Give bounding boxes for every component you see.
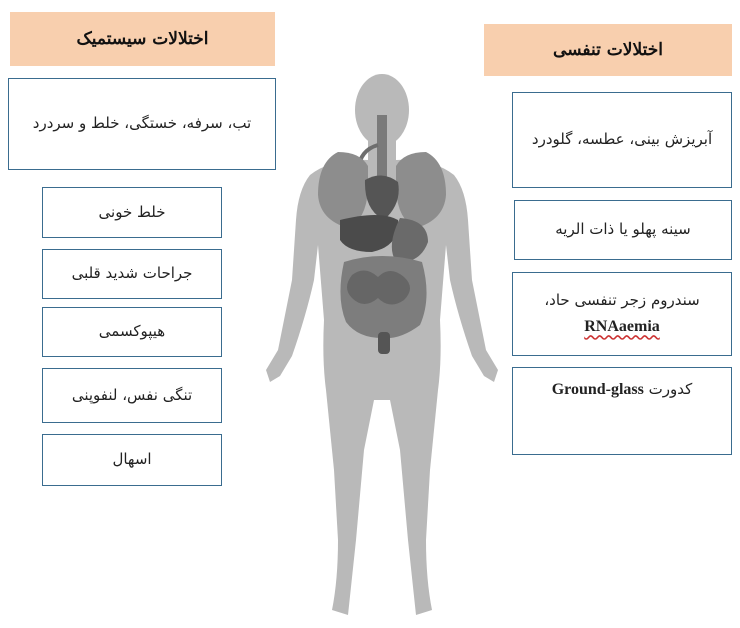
respiratory-item-latin: Ground-glass bbox=[552, 381, 644, 398]
systemic-item-label: خلط خونی bbox=[99, 200, 166, 226]
respiratory-item-latin: RNAaemia bbox=[584, 313, 660, 340]
systemic-item-label: هیپوکسمی bbox=[99, 319, 165, 345]
systemic-item-hypoxemia: هیپوکسمی bbox=[42, 307, 222, 357]
respiratory-header: اختلالات تنفسی bbox=[484, 24, 732, 76]
systemic-item-label: جراحات شدید قلبی bbox=[72, 261, 193, 287]
rectum bbox=[378, 332, 390, 354]
respiratory-item-label: سینه پهلو یا ذات الریه bbox=[555, 217, 690, 243]
respiratory-item-ground-glass: کدورت Ground-glass bbox=[512, 367, 732, 455]
respiratory-item-label-wrap: کدورت Ground-glass bbox=[552, 376, 693, 403]
systemic-item-hemoptysis: خلط خونی bbox=[42, 187, 222, 238]
systemic-item-cardiac-injury: جراحات شدید قلبی bbox=[42, 249, 222, 299]
respiratory-item-pneumonia: سینه پهلو یا ذات الریه bbox=[514, 200, 732, 260]
systemic-title: اختلالات سیستمیک bbox=[77, 29, 209, 49]
respiratory-item-rhinorrhea: آبریزش بینی، عطسه، گلودرد bbox=[512, 92, 732, 188]
systemic-item-diarrhea: اسهال bbox=[42, 434, 222, 486]
respiratory-item-label: کدورت bbox=[649, 380, 693, 398]
respiratory-item-label: آبریزش بینی، عطسه، گلودرد bbox=[532, 127, 712, 153]
systemic-item-fever: تب، سرفه، خستگی، خلط و سردرد bbox=[8, 78, 276, 170]
systemic-item-label: اسهال bbox=[112, 447, 151, 473]
human-body-illustration bbox=[240, 70, 500, 626]
systemic-item-label: تب، سرفه، خستگی، خلط و سردرد bbox=[33, 111, 251, 137]
respiratory-title: اختلالات تنفسی bbox=[553, 40, 663, 60]
systemic-item-label: تنگی نفس، لنفوپنی bbox=[72, 383, 192, 409]
respiratory-item-ards: سندروم زجر تنفسی حاد، RNAaemia bbox=[512, 272, 732, 356]
systemic-header: اختلالات سیستمیک bbox=[10, 12, 275, 66]
respiratory-item-label: سندروم زجر تنفسی حاد، bbox=[544, 288, 699, 314]
systemic-item-dyspnea: تنگی نفس، لنفوپنی bbox=[42, 368, 222, 423]
